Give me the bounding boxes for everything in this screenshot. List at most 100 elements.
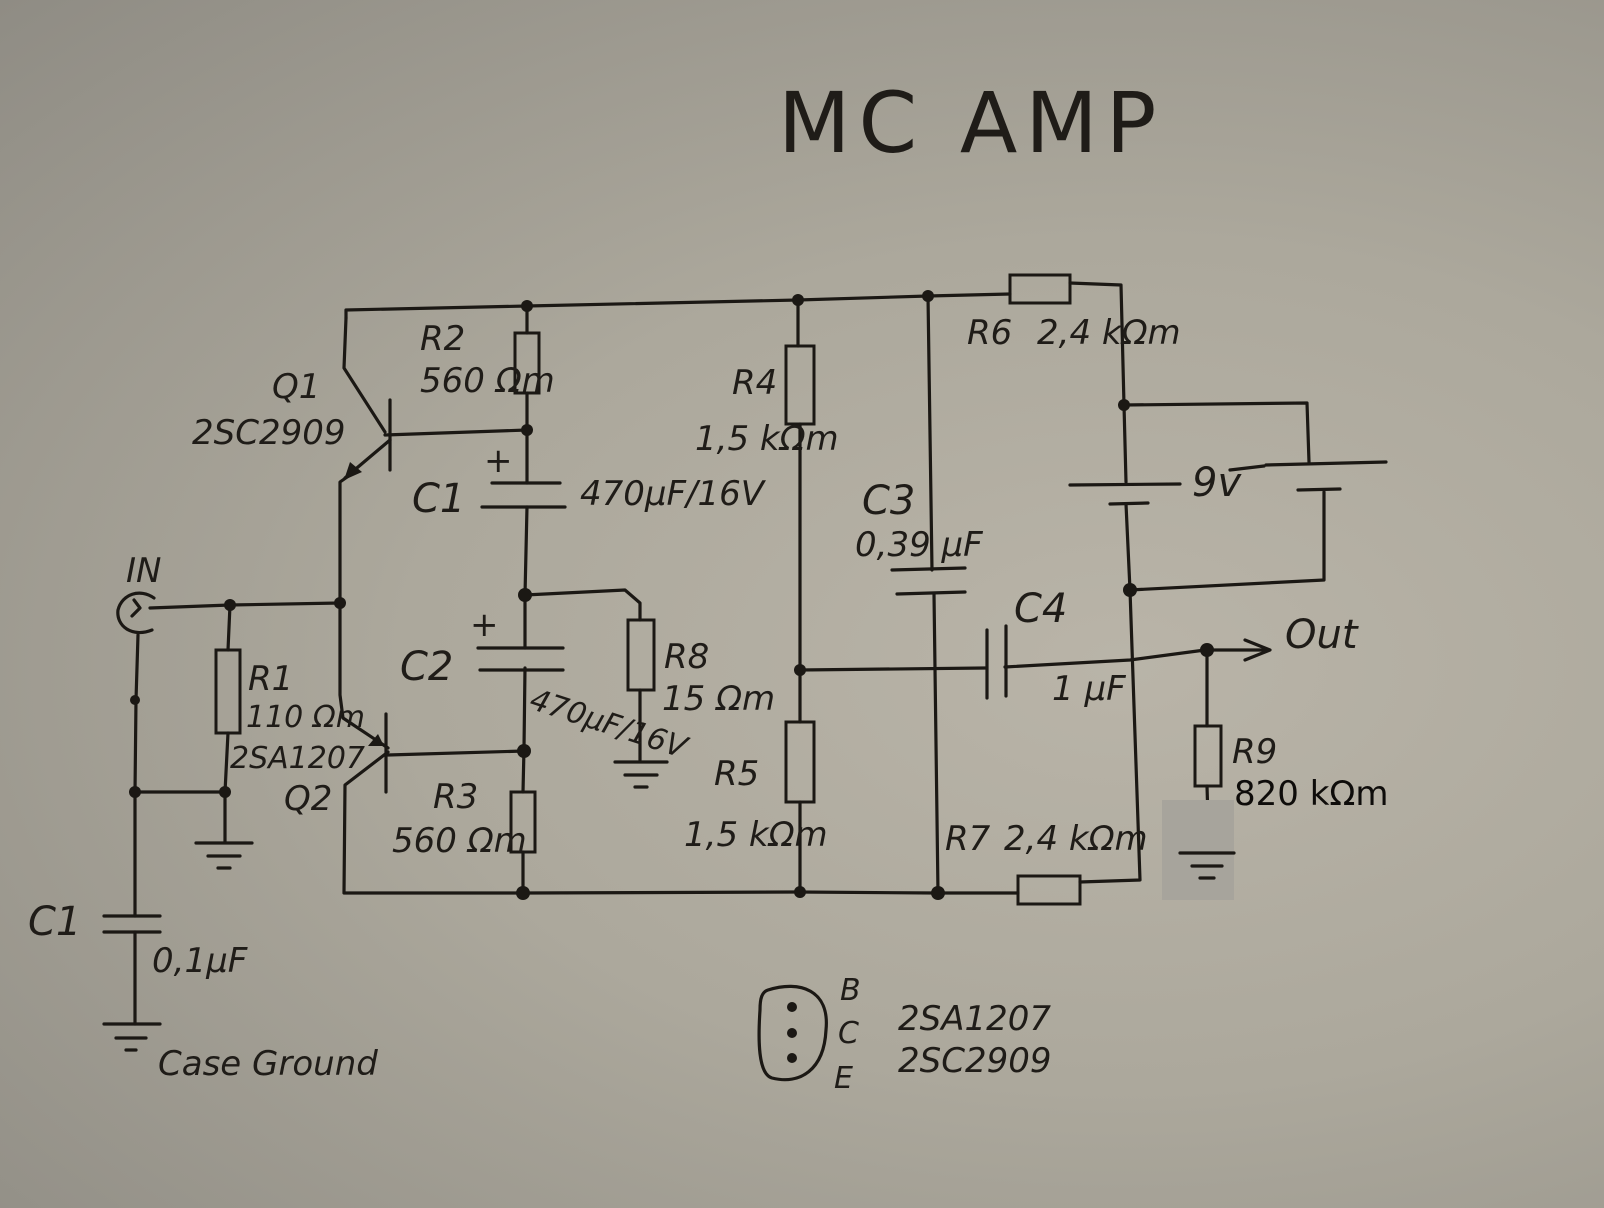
c1-ref-label: C1 bbox=[412, 476, 465, 522]
paper-patch bbox=[1162, 800, 1234, 900]
battery-top-wire bbox=[1122, 403, 1128, 484]
junction-dot bbox=[1200, 643, 1214, 657]
r8-value-label: 15 Ωm bbox=[662, 679, 775, 719]
pinout-part-2sc2909: 2SC2909 bbox=[898, 1041, 1051, 1081]
r1-value-label: 110 Ωm bbox=[246, 700, 365, 735]
r1-top-wire bbox=[226, 603, 232, 652]
c4-value-label: 1 µF bbox=[1052, 669, 1126, 709]
transistor-Q1: Q1 2SC2909 bbox=[192, 367, 392, 480]
r2-value-label: 560 Ωm bbox=[420, 361, 555, 401]
r6-ref-label: R6 bbox=[967, 313, 1012, 353]
top-rail-wire bbox=[344, 292, 1012, 320]
c1-c2-wire bbox=[523, 505, 529, 650]
c2-r3-wire bbox=[521, 666, 527, 794]
junction-dot bbox=[334, 597, 346, 609]
junction-dot bbox=[931, 886, 945, 900]
battery-bottom-wire bbox=[1078, 502, 1142, 884]
c4-ref-label: C4 bbox=[1014, 586, 1067, 632]
capacitor-C1: + C1 470µF/16V bbox=[412, 441, 767, 522]
q1-base-wire bbox=[383, 428, 529, 437]
c2-polarity: + bbox=[470, 605, 499, 645]
junction-dot bbox=[518, 588, 532, 602]
junction-dot bbox=[922, 290, 934, 302]
r6-value-label: 2,4 kΩm bbox=[1037, 313, 1181, 353]
output-label: Out bbox=[1285, 612, 1359, 658]
ground-icon bbox=[194, 841, 254, 870]
resistor-body bbox=[513, 331, 541, 395]
c1-case-ref-label: C1 bbox=[28, 899, 81, 945]
c2-ref-label: C2 bbox=[400, 644, 453, 690]
c1-case-value-label: 0,1µF bbox=[152, 941, 248, 981]
resistor-R5: R5 1,5 kΩm bbox=[684, 720, 828, 855]
resistor-R1: R1 110 Ωm bbox=[214, 648, 365, 735]
output-wire bbox=[1003, 648, 1267, 669]
input-jack-pin bbox=[130, 598, 142, 618]
junction-dot bbox=[521, 300, 533, 312]
supply-label: 9v bbox=[1192, 460, 1242, 506]
capacitor-C3: C3 0,39 µF bbox=[855, 478, 983, 596]
r3-value-label: 560 Ωm bbox=[392, 821, 527, 861]
resistor-R9: R9 820 kΩm bbox=[1162, 724, 1389, 900]
pin-label-e: E bbox=[834, 1061, 853, 1096]
junction-dot bbox=[129, 786, 141, 798]
junction-dot bbox=[130, 695, 140, 705]
resistor-R4: R4 1,5 kΩm bbox=[695, 344, 839, 459]
case-ground-label: Case Ground bbox=[158, 1044, 378, 1084]
junctions bbox=[129, 290, 1214, 900]
q1-emitter-arrow-icon bbox=[344, 462, 362, 480]
r1-ref-label: R1 bbox=[248, 659, 293, 699]
q2-ref-label: Q2 bbox=[284, 779, 332, 819]
pin-dot bbox=[787, 1002, 797, 1012]
r3-ref-label: R3 bbox=[433, 777, 478, 817]
c4-left-wire bbox=[798, 666, 987, 672]
c1-polarity: + bbox=[484, 441, 513, 481]
jack-ground-wire bbox=[133, 633, 140, 918]
capacitor-C4: C4 1 µF bbox=[985, 586, 1126, 709]
junction-dot bbox=[521, 424, 533, 436]
pinout-part-2sa1207: 2SA1207 bbox=[898, 999, 1051, 1039]
transistor-Q2: 2SA1207 Q2 bbox=[230, 712, 388, 819]
junction-dot bbox=[794, 664, 806, 676]
input-wire bbox=[148, 601, 342, 610]
input-label: IN bbox=[126, 551, 161, 591]
r7-value-label: 2,4 kΩm bbox=[1004, 819, 1148, 859]
battery-plate-long bbox=[1068, 482, 1182, 487]
r7-ref-label: R7 bbox=[945, 819, 991, 859]
capacitor-C1-case: C1 0,1µF bbox=[28, 899, 248, 981]
c1-value-label: 470µF/16V bbox=[580, 474, 767, 514]
q2-base-wire bbox=[386, 749, 526, 757]
battery-9v: 9v bbox=[1068, 460, 1388, 506]
capacitor-plate bbox=[895, 590, 967, 596]
transistor-pinout: B C E 2SA1207 2SC2909 bbox=[757, 973, 1051, 1096]
schematic-title: MC AMP bbox=[778, 74, 1164, 172]
r6-right-wire bbox=[1068, 281, 1126, 407]
q2-emitter-arrow-icon bbox=[368, 734, 384, 746]
resistor-body bbox=[1193, 724, 1223, 788]
r9-ref-label: R9 bbox=[1232, 732, 1277, 772]
case-ground-icon bbox=[102, 1022, 162, 1052]
c3-top-wire bbox=[926, 294, 934, 572]
resistor-R6: R6 2,4 kΩm bbox=[967, 273, 1181, 353]
q1-ref-label: Q1 bbox=[272, 367, 320, 407]
battery2-top-wire bbox=[1122, 401, 1311, 464]
r9-value-label: 820 kΩm bbox=[1234, 774, 1389, 814]
input-jack-icon bbox=[116, 591, 156, 635]
r8-ref-label: R8 bbox=[664, 637, 709, 677]
r4-value-label: 1,5 kΩm bbox=[695, 419, 839, 459]
resistor-body bbox=[784, 344, 816, 426]
pin-dot bbox=[787, 1028, 797, 1038]
junction-dot bbox=[516, 886, 530, 900]
junction-dot bbox=[219, 786, 231, 798]
r5-value-label: 1,5 kΩm bbox=[684, 815, 828, 855]
q2-part-label: 2SA1207 bbox=[230, 741, 365, 776]
battery2-bottom-wire bbox=[1128, 490, 1326, 592]
resistor-body bbox=[1008, 273, 1072, 305]
junction-dot bbox=[224, 599, 236, 611]
battery-plate-long bbox=[1264, 460, 1388, 467]
resistor-body bbox=[509, 790, 537, 854]
capacitor-C2: + C2 470µF/16V bbox=[400, 605, 693, 767]
ground-symbols: Case Ground bbox=[102, 760, 1236, 1084]
pin-label-c: C bbox=[838, 1016, 859, 1051]
emitter-bus-wire bbox=[338, 473, 390, 750]
